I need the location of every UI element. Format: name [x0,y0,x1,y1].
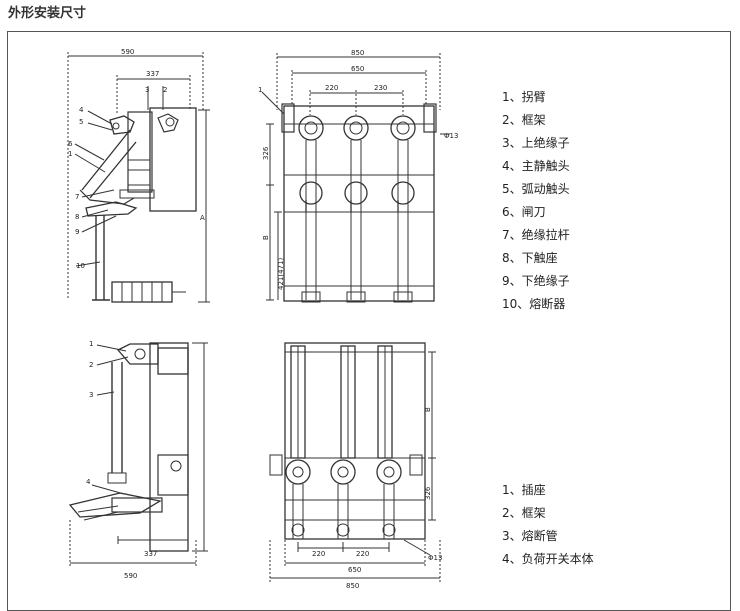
label-1-top-side: 1 [68,150,72,158]
legend-item: 10、熔断器 [502,297,566,311]
legend-item: 5、弧动触头 [502,182,570,196]
label-2-top: 2 [163,86,167,94]
label-3-top: 3 [145,86,149,94]
legend-item: 3、上绝缘子 [502,136,570,150]
label-4-top: 4 [79,106,84,114]
legend-item: 6、闸刀 [502,205,546,219]
dim-220-top: 220 [325,84,338,92]
label-8-top: 8 [75,213,79,221]
section-title: 外形安装尺寸 [8,6,87,21]
label-6-top: 6 [68,140,73,148]
label-1-bottom: 1 [89,340,93,348]
legend-item: 4、主静触头 [502,159,570,173]
dim-590-bottom: 590 [124,572,137,580]
dim-650-bottom: 650 [348,566,361,574]
dim-326-bottom: 326 [424,486,432,500]
label-4-bottom: 4 [86,478,91,486]
front-view-top: 850 650 220 230 1 Φ13 326 B 421(471) [258,49,458,303]
label-7-top: 7 [75,193,79,201]
dim-A: A [200,214,205,222]
legend-item: 1、插座 [502,483,546,497]
side-view-bottom: 1 2 3 4 337 590 [68,340,208,580]
dim-B-bottom: B [424,407,432,412]
legend-item: 2、框架 [502,506,546,520]
dim-230-top: 230 [374,84,387,92]
dim-phi13-top: Φ13 [444,132,458,140]
label-10-top: 10 [76,262,85,270]
dim-421-top: 421(471) [277,258,285,290]
dim-590-top: 590 [121,48,134,56]
dim-850-top: 850 [351,49,364,57]
front-view-bottom: 220 220 650 850 Φ13 B 326 [269,342,442,590]
legend-item: 2、框架 [502,113,546,127]
bottom-legend: 1、插座 2、框架 3、熔断管 4、负荷开关本体 [502,479,594,571]
dim-650-top: 650 [351,65,364,73]
dim-B-top: B [262,235,270,240]
label-3-bottom: 3 [89,391,93,399]
dim-850-bottom: 850 [346,582,359,590]
side-view-top: 590 337 3 2 4 5 6 1 7 8 9 10 A [67,48,210,303]
label-1-front-top: 1 [258,86,262,94]
dim-337-bottom: 337 [144,550,157,558]
dim-220-bottom: 220 [312,550,325,558]
legend-item: 7、绝缘拉杆 [502,228,570,242]
legend-item: 4、负荷开关本体 [502,552,594,566]
label-2-bottom: 2 [89,361,93,369]
top-legend: 1、拐臂 2、框架 3、上绝缘子 4、主静触头 5、弧动触头 6、闸刀 7、绝缘… [502,86,570,316]
label-5-top: 5 [79,118,83,126]
label-9-top: 9 [75,228,79,236]
dim-337-top: 337 [146,70,159,78]
legend-item: 8、下触座 [502,251,558,265]
dim-phi13-bottom: Φ13 [428,554,442,562]
legend-item: 9、下绝缘子 [502,274,570,288]
dim-326-top: 326 [262,146,270,160]
legend-item: 1、拐臂 [502,90,546,104]
legend-item: 3、熔断管 [502,529,558,543]
dim-220b-bottom: 220 [356,550,369,558]
